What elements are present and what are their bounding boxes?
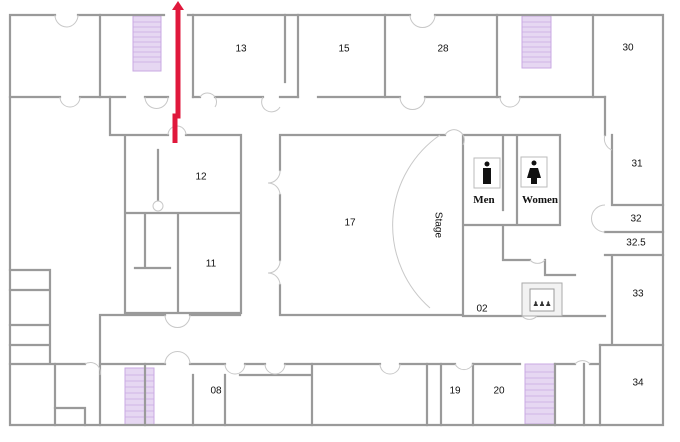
room-30[interactable]: 30 (622, 43, 634, 54)
room-20[interactable]: 20 (493, 386, 505, 397)
room-02[interactable]: 02 (476, 304, 488, 315)
women-label: Women (522, 194, 558, 206)
stairs-icon (124, 15, 556, 426)
room-11[interactable]: 11 (206, 259, 217, 270)
women-restroom-icon (520, 156, 548, 188)
room-15[interactable]: 15 (338, 44, 350, 55)
room-34[interactable]: 34 (632, 378, 644, 389)
elevator-icon: ♟♟♟ (521, 282, 563, 317)
room-08[interactable]: 08 (210, 386, 222, 397)
stage-label: Stage (432, 212, 443, 239)
room-19[interactable]: 19 (449, 386, 461, 397)
room-13[interactable]: 13 (235, 44, 247, 55)
men-label: Men (473, 194, 494, 206)
room-33[interactable]: 33 (632, 289, 644, 300)
route-arrow-icon (172, 1, 184, 143)
room-17[interactable]: 17 (344, 218, 356, 229)
men-restroom-icon (473, 157, 501, 189)
room-28[interactable]: 28 (437, 44, 449, 55)
walls (8, 13, 665, 427)
room-31[interactable]: 31 (631, 159, 643, 170)
room-32[interactable]: 32 (630, 214, 642, 225)
svg-text:♟♟♟: ♟♟♟ (533, 300, 552, 308)
room-32-5[interactable]: 32.5 (626, 238, 646, 249)
room-12[interactable]: 12 (195, 172, 207, 183)
